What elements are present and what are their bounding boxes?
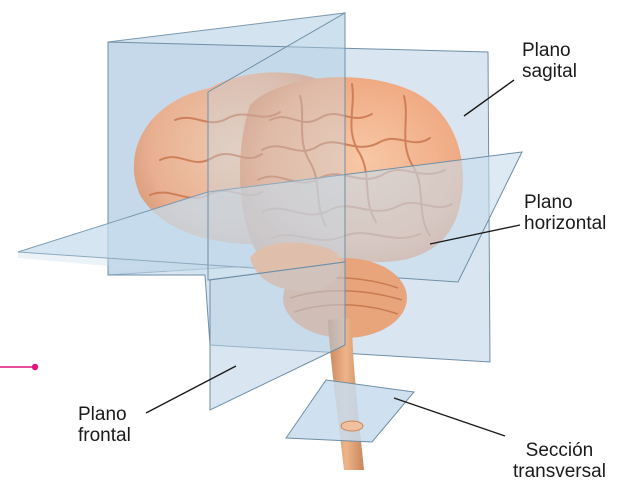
transverse-section-plane (286, 380, 414, 442)
leader-seccion (394, 398, 505, 436)
margin-pointer-dot (32, 364, 38, 370)
transverse-section-cut (341, 421, 363, 431)
label-plano-frontal: Plano frontal (78, 404, 131, 446)
label-plano-sagital: Plano sagital (522, 40, 577, 82)
label-seccion-transversal: Sección transversal (513, 440, 606, 482)
label-plano-horizontal: Plano horizontal (524, 192, 606, 234)
